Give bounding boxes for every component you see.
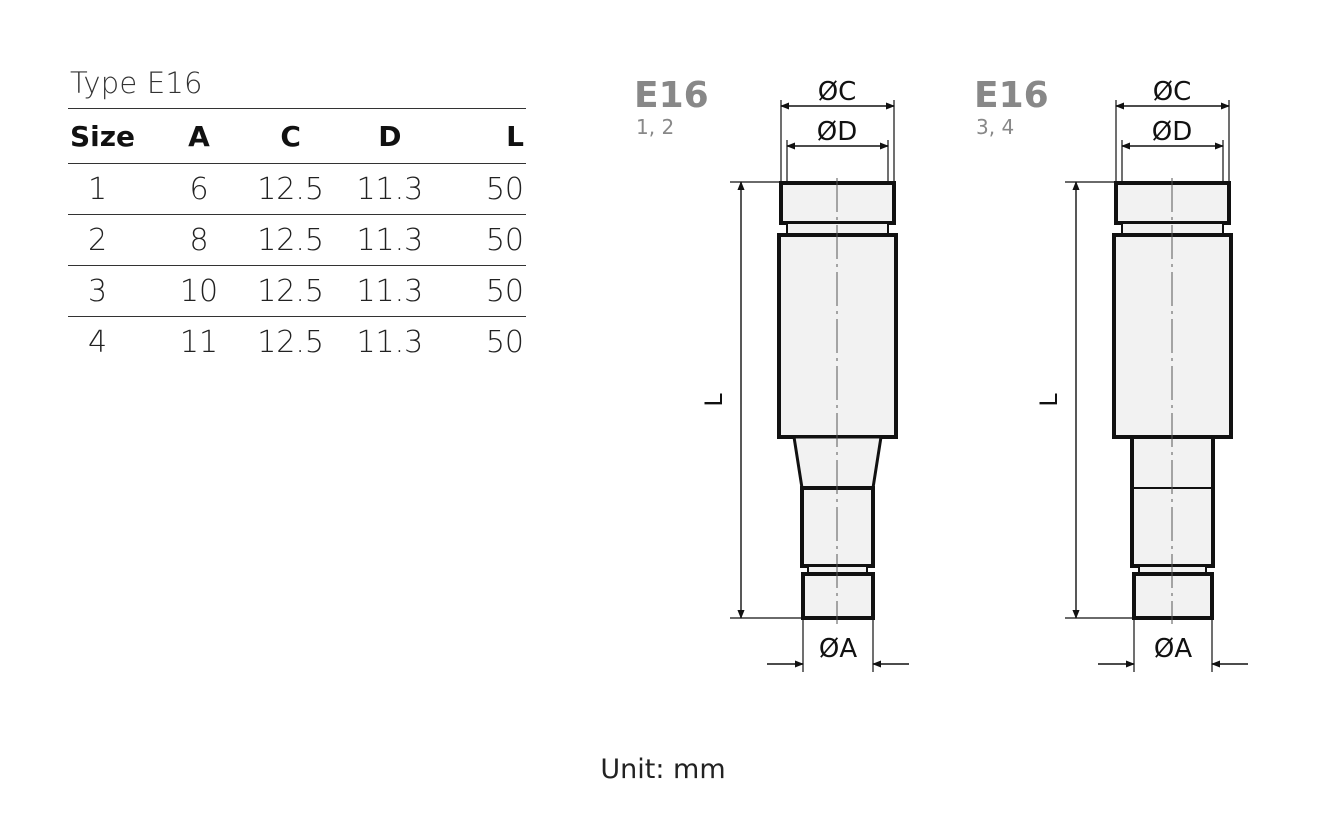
- header-l: L: [437, 108, 526, 164]
- cell-l: 50: [485, 324, 524, 360]
- cell-c: 12.5: [257, 222, 324, 258]
- drawing-title: E16: [634, 75, 709, 116]
- cell-d: 11.3: [356, 273, 424, 309]
- dim-label-c: ØC: [1153, 77, 1192, 107]
- header-a: A: [159, 108, 239, 164]
- drawing-title: E16: [974, 75, 1049, 116]
- cell-a: 11: [179, 324, 219, 360]
- cell-d: 11.3: [356, 171, 424, 207]
- dim-label-a: ØA: [1154, 634, 1192, 664]
- dim-label-l: L: [1035, 393, 1063, 407]
- dim-label-d: ØD: [817, 117, 858, 147]
- cell-a: 10: [179, 273, 219, 309]
- unit-note: Unit: mm: [600, 754, 726, 785]
- dim-label-d: ØD: [1152, 117, 1193, 147]
- header-c: C: [238, 108, 343, 164]
- header-d: D: [342, 108, 438, 164]
- table-caption: Type E16: [70, 66, 203, 100]
- drawing-sizes: 1, 2: [636, 115, 674, 139]
- drawing-e16-size-3-4: E16 3, 4 ØC ØD L ØA: [974, 75, 1248, 672]
- cell-l: 50: [485, 222, 524, 258]
- cell-size: 4: [88, 324, 108, 360]
- cell-size: 3: [88, 273, 108, 309]
- contact-tip: [801, 572, 875, 620]
- contact-tip: [1132, 572, 1214, 620]
- dim-label-l: L: [700, 393, 728, 407]
- table-row: 3 10 12.5 11.3 50: [68, 266, 526, 317]
- cell-c: 12.5: [257, 171, 324, 207]
- fuse-body: [1112, 181, 1233, 620]
- cell-d: 11.3: [356, 324, 424, 360]
- table-header-row: Size A C D L: [68, 108, 526, 164]
- cell-l: 50: [485, 171, 524, 207]
- cell-size: 2: [88, 222, 108, 258]
- table-row: 1 6 12.5 11.3 50: [68, 164, 526, 215]
- cell-a: 8: [189, 222, 209, 258]
- cell-c: 12.5: [257, 324, 324, 360]
- drawing-sizes: 3, 4: [976, 115, 1014, 139]
- cell-size: 1: [88, 171, 108, 207]
- cell-l: 50: [485, 273, 524, 309]
- dimension-lines: [1072, 102, 1248, 668]
- cell-c: 12.5: [257, 273, 324, 309]
- drawing-e16-size-1-2: E16 1, 2 ØC ØD L ØA: [634, 75, 909, 672]
- header-size: Size: [68, 108, 160, 164]
- dimension-lines: [737, 102, 909, 668]
- cell-a: 6: [189, 171, 209, 207]
- dimension-table: Size A C D L 1 6 12.5 11.3 50 2 8 12.5 1…: [68, 108, 526, 367]
- table-row: 4 11 12.5 11.3 50: [68, 317, 526, 368]
- dim-label-c: ØC: [818, 77, 857, 107]
- cell-d: 11.3: [356, 222, 424, 258]
- dim-label-a: ØA: [819, 634, 857, 664]
- table-row: 2 8 12.5 11.3 50: [68, 215, 526, 266]
